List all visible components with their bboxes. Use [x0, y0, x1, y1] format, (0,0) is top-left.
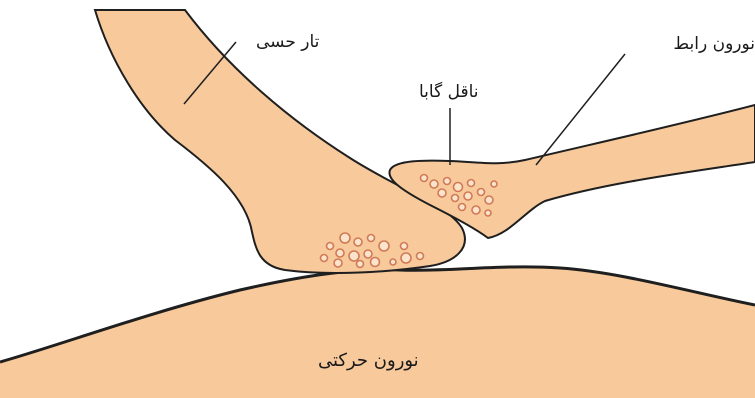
vesicle [444, 178, 451, 185]
vesicle [430, 180, 438, 188]
vesicle [401, 243, 408, 250]
vesicle [368, 235, 375, 242]
vesicle [485, 210, 491, 216]
vesicle [371, 258, 380, 267]
vesicle [454, 183, 463, 192]
vesicle [390, 259, 396, 265]
vesicle [334, 259, 342, 267]
motor-neuron-label: نورون حرکتی [318, 352, 419, 370]
vesicle [485, 196, 493, 204]
vesicle [357, 261, 364, 268]
vesicle [464, 192, 472, 200]
vesicle [321, 255, 328, 262]
vesicle [438, 189, 446, 197]
vesicle [379, 241, 389, 251]
sensory-fiber-label: تار حسی [256, 34, 319, 51]
vesicle [417, 253, 424, 260]
interneuron-label: نورون رابط [673, 36, 755, 53]
vesicle [354, 238, 362, 246]
vesicle [491, 181, 497, 187]
vesicle [478, 189, 485, 196]
gaba-transmitter-label: ناقل گابا [419, 84, 479, 101]
vesicle [421, 175, 428, 182]
vesicle [401, 253, 411, 263]
vesicle [452, 195, 459, 202]
vesicle [364, 250, 372, 258]
vesicle [340, 233, 350, 243]
vesicle [336, 249, 344, 257]
vesicle [472, 206, 480, 214]
vesicle [459, 204, 466, 211]
vesicle [468, 180, 475, 187]
vesicle [327, 243, 334, 250]
vesicle [349, 251, 359, 261]
motor-neuron-shape [0, 267, 755, 398]
